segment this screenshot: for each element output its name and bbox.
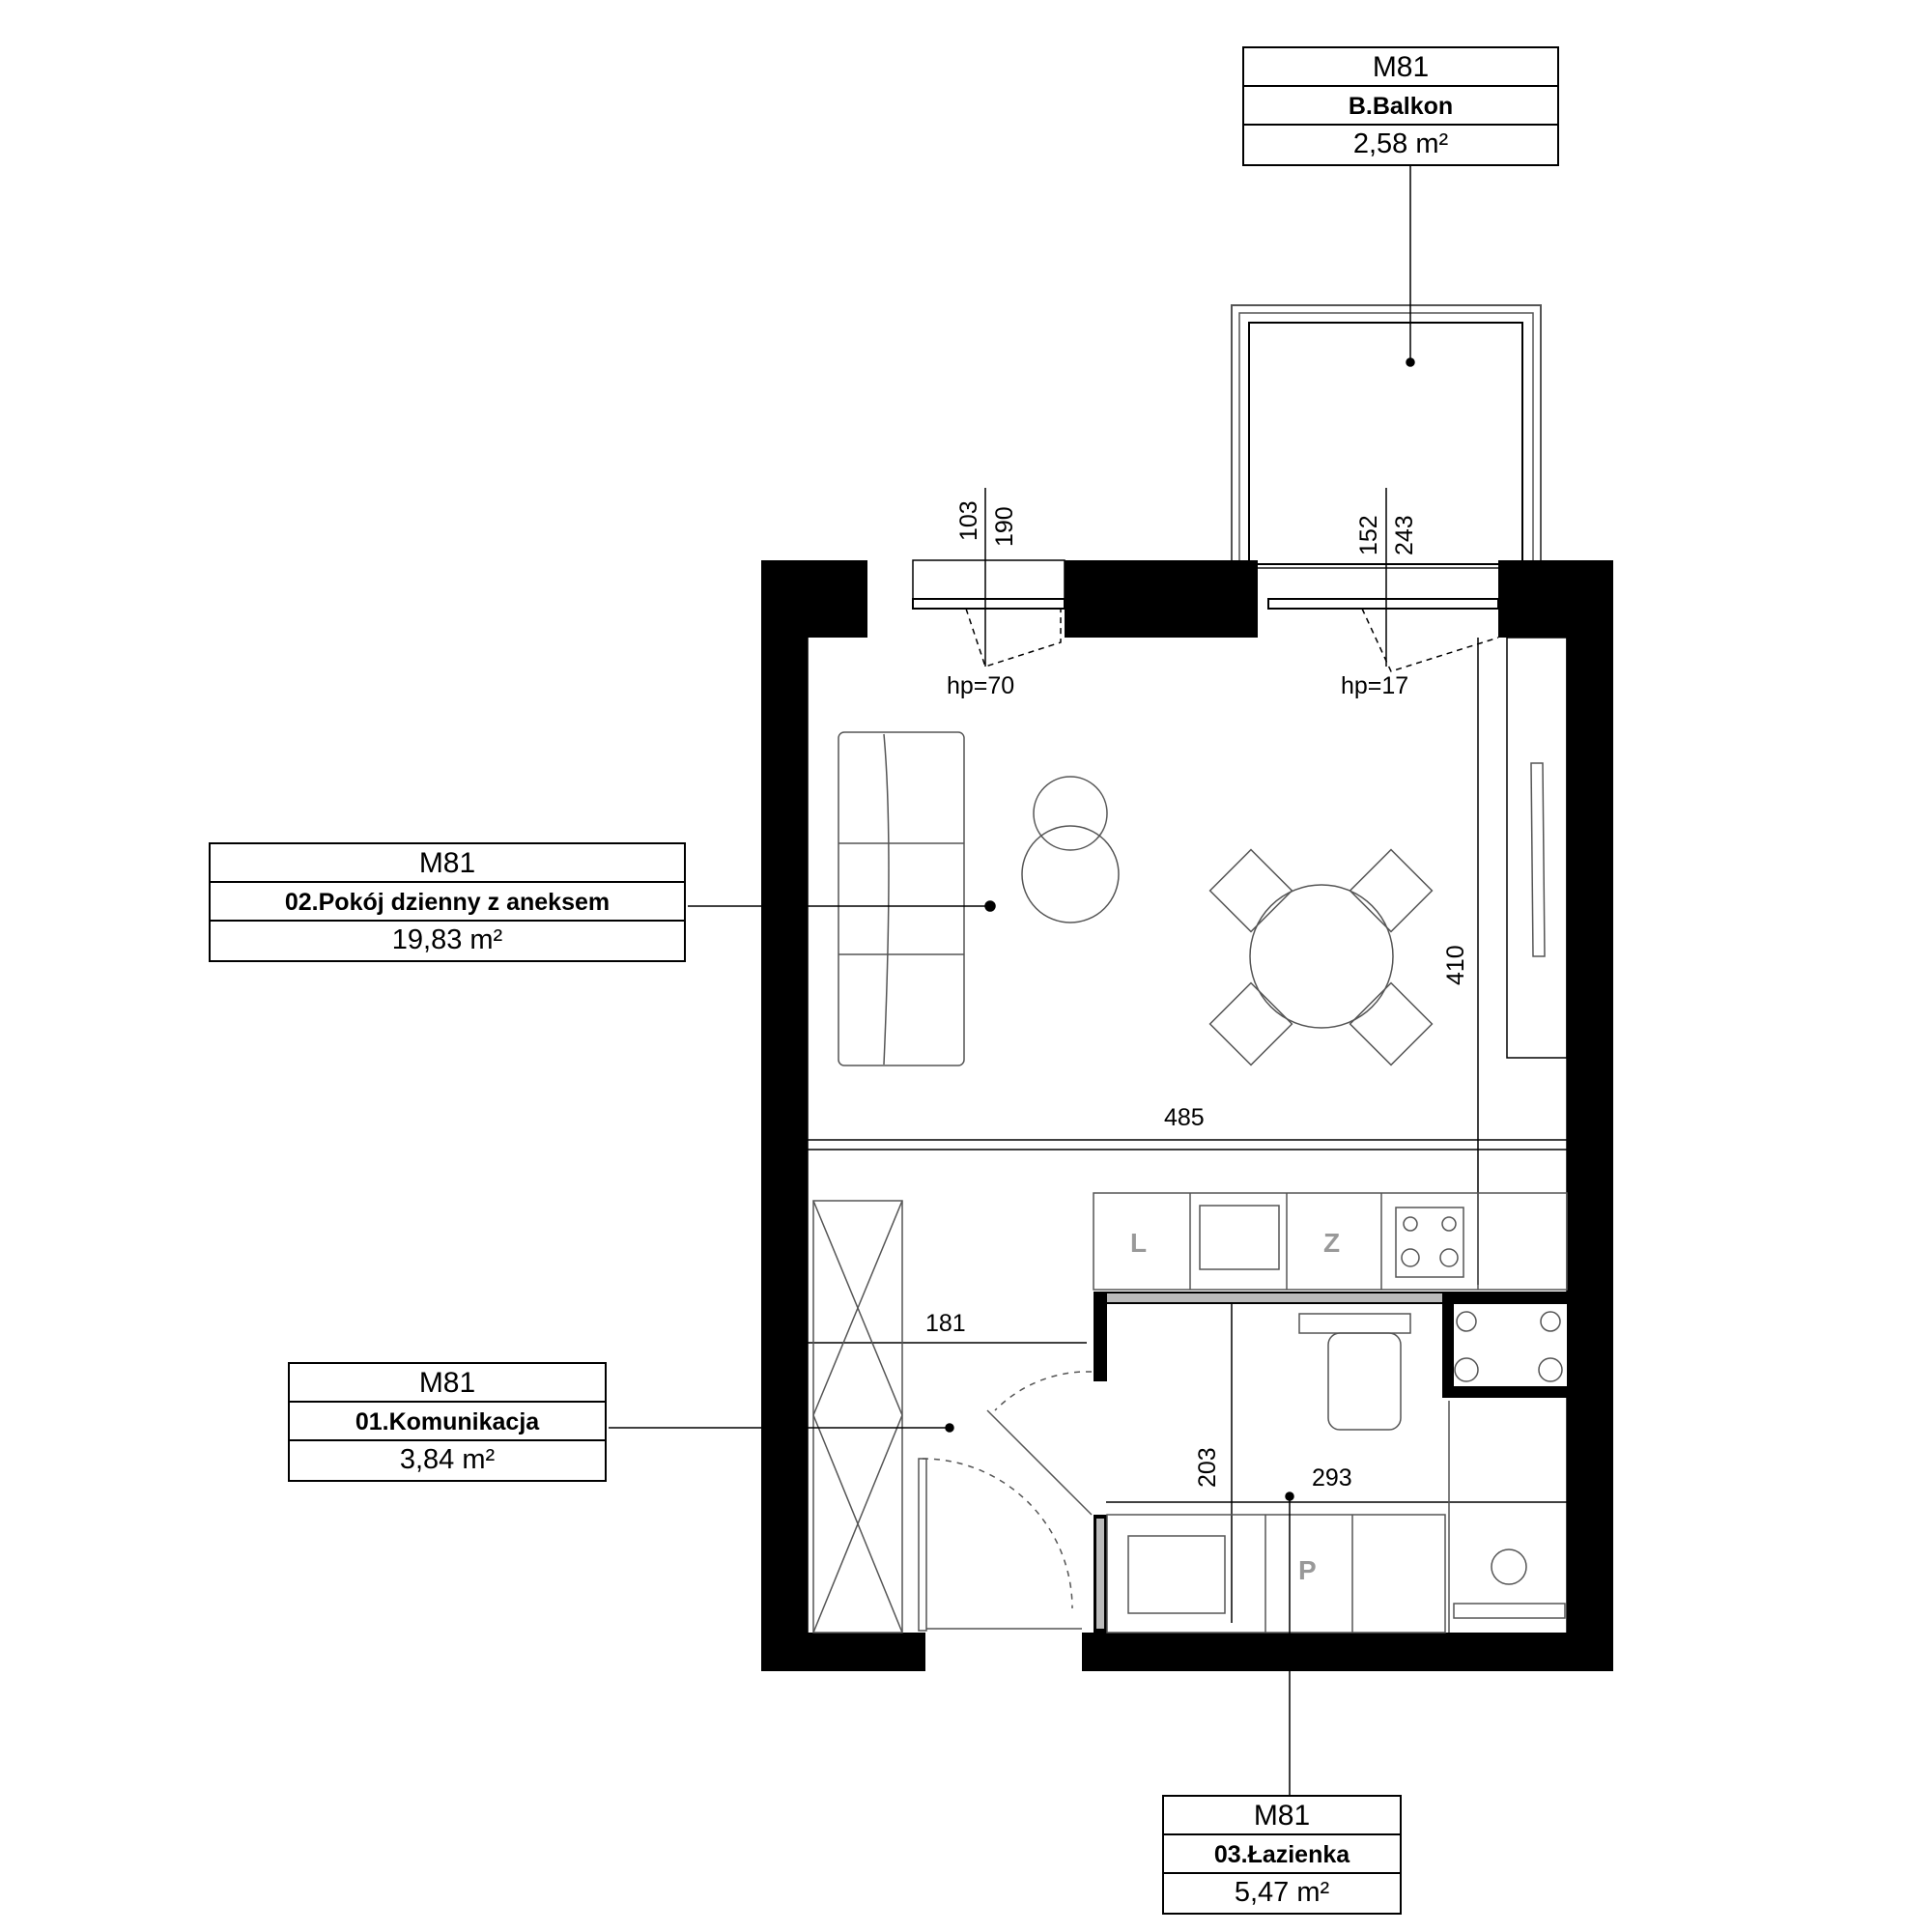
room-code: M81 [1244,48,1557,87]
washer-letter: P [1298,1555,1317,1585]
sofa [838,731,965,1066]
bathroom-walls [1094,1292,1567,1633]
leader-lines [609,166,1415,1797]
kitchen-counter [1093,1192,1568,1291]
dim-room-width: 485 [1164,1104,1205,1131]
window-left-width: 103 [955,500,982,541]
room-code: M81 [290,1364,605,1403]
dim-hall-width: 181 [925,1310,966,1337]
fridge-letter: Z [1323,1228,1340,1258]
dimension-lines [808,488,1567,1623]
bathroom-fixtures [1106,1311,1566,1634]
tv-unit [1530,762,1546,957]
dim-bath-depth: 203 [1194,1447,1221,1488]
room-name: B.Balkon [1244,87,1557,126]
room-name: 02.Pokój dzienny z aneksem [211,883,684,922]
room-label-pokoj: M81 02.Pokój dzienny z aneksem 19,83 m² [209,842,686,962]
room-area: 5,47 m² [1234,1877,1330,1908]
window-right-width: 152 [1355,515,1382,555]
dishwasher-letter: L [1130,1228,1147,1258]
room-area: 2,58 m² [1352,128,1449,159]
wardrobe [812,1200,903,1634]
dining-set [1208,848,1434,1066]
dim-room-depth: 410 [1442,945,1469,985]
interior-outlines [807,637,1568,1633]
doors [918,1371,1093,1632]
room-label-komunikacja: M81 01.Komunikacja 3,84 m² [288,1362,607,1482]
room-code: M81 [211,844,684,883]
room-area: 19,83 m² [391,924,503,955]
windows [912,559,1499,672]
room-name: 03.Łazienka [1164,1835,1400,1874]
window-right-sill: hp=17 [1341,672,1408,699]
room-label-lazienka: M81 03.Łazienka 5,47 m² [1162,1795,1402,1915]
room-name: 01.Komunikacja [290,1403,605,1441]
window-right-height: 243 [1391,515,1418,555]
dim-bath-width: 293 [1312,1464,1352,1492]
room-area: 3,84 m² [399,1444,496,1475]
room-label-balkon: M81 B.Balkon 2,58 m² [1242,46,1559,166]
coffee-tables [1021,776,1120,923]
window-left-sill: hp=70 [947,672,1014,699]
exterior-walls [761,560,1613,1671]
window-left-height: 190 [991,506,1018,547]
room-code: M81 [1164,1797,1400,1835]
